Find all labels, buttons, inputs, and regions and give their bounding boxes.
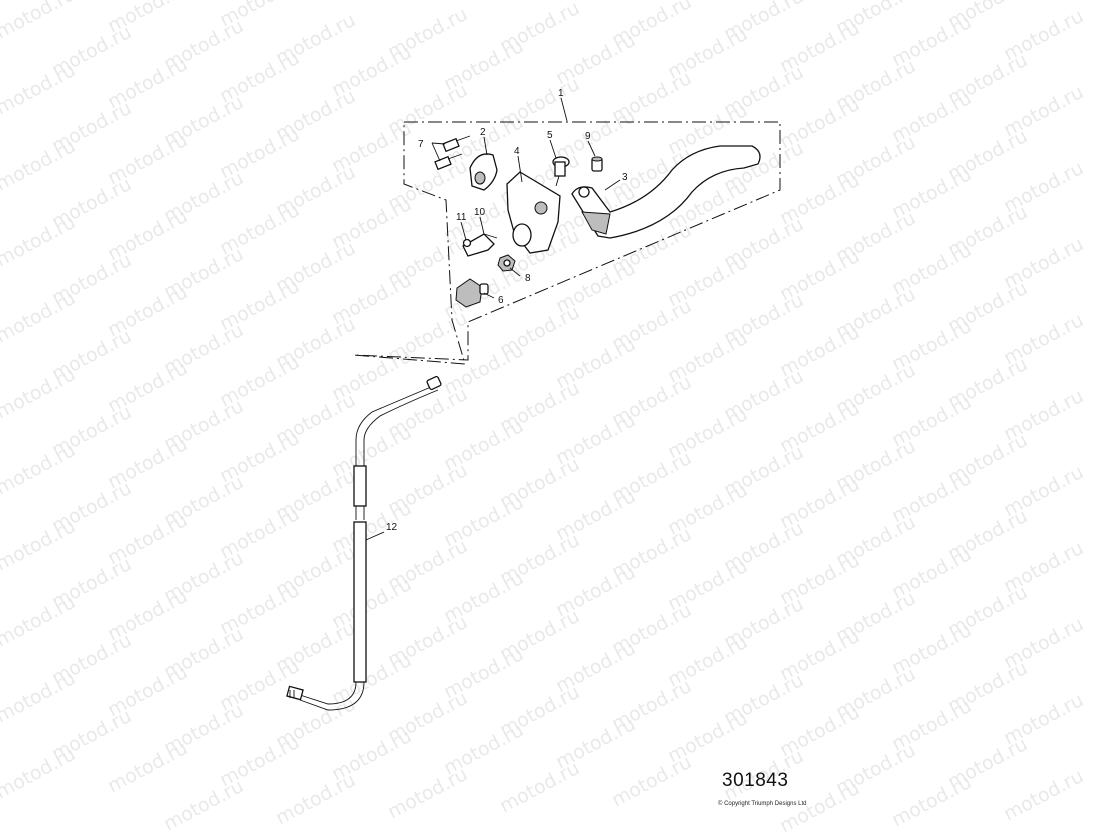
switch-clip-part-10 <box>462 233 498 257</box>
callout-11: 11 <box>456 212 467 223</box>
bolt-part-7 <box>434 135 471 171</box>
lever-bracket-part-4 <box>506 171 561 254</box>
bush-part-9 <box>591 156 603 172</box>
clutch-lever-part-3 <box>571 145 761 239</box>
diagram-number: 301843 <box>722 770 789 791</box>
callout-3: 3 <box>622 172 628 183</box>
nut-part-8 <box>497 254 516 272</box>
callout-10: 10 <box>474 207 486 218</box>
callout-5: 5 <box>547 130 553 141</box>
callout-4: 4 <box>514 146 520 157</box>
adjuster-part-6 <box>455 278 489 308</box>
clamp-part-2 <box>469 153 498 191</box>
callout-2: 2 <box>480 127 486 138</box>
copyright-notice: © Copyright Triumph Designs Ltd <box>718 801 807 807</box>
pivot-bolt-part-5 <box>552 156 570 187</box>
leader-lines <box>365 97 621 541</box>
screw-part-11 <box>462 238 472 248</box>
callout-12: 12 <box>386 522 398 533</box>
callout-1: 1 <box>558 88 564 99</box>
callout-7: 7 <box>418 139 424 150</box>
callout-9: 9 <box>585 131 591 142</box>
callout-6: 6 <box>498 295 504 306</box>
callout-8: 8 <box>525 273 531 284</box>
clutch-cable-part-12 <box>286 375 442 711</box>
assembly-boundary <box>353 121 781 365</box>
